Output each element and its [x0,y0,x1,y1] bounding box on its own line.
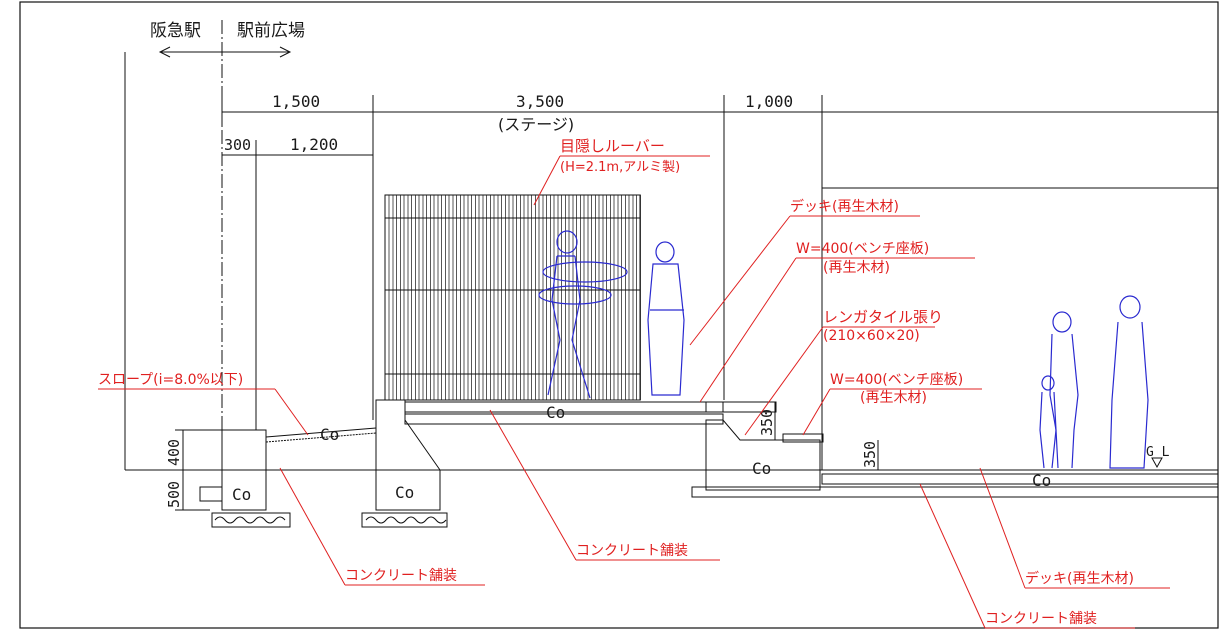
dim-3500: 3,500 [516,92,564,111]
gl-marker [1151,457,1163,469]
louver-slat [463,194,469,401]
louver-slat [486,194,491,401]
figure-mother-child [1039,311,1079,469]
louver-slat [478,194,484,401]
louver-slat [576,194,581,401]
dim-h400: 400 [165,439,183,466]
louver-slat [546,194,551,401]
louver-slat [441,194,446,401]
co-mark-stage: Co [546,403,565,422]
label-louver-spec: (H=2.1m,アルミ製) [560,160,680,175]
louver-slat [523,194,529,401]
louver-slat [426,194,431,401]
dimension-chain-second [222,140,373,430]
label-louver: 目隠しルーバー [560,137,665,155]
louver-slat [628,194,634,401]
label-brick-tile: レンガタイル張り [823,308,943,326]
dim-300: 300 [224,136,251,154]
direction-right-label: 駅前広場 [237,21,305,41]
label-bench2: W=400(ベンチ座板) [830,372,963,388]
dim-1200: 1,200 [290,135,338,154]
label-deck-bottom: デッキ(再生木材) [1025,570,1134,587]
dim-h350-bench: 350 [758,409,776,436]
label-bench1-material: (再生木材) [823,260,890,276]
louver-screen [384,194,641,401]
louver-slat [456,194,461,401]
step-bench-structure [691,401,1219,498]
louver-slat [403,194,409,401]
louver-slat [396,194,401,401]
louver-slat [538,194,544,401]
label-deck-top: デッキ(再生木材) [790,198,899,215]
louver-slat [613,194,619,401]
figure-man [1109,295,1149,469]
louver-slat [531,194,536,401]
louver-slat [411,194,416,401]
label-bench2-material: (再生木材) [860,390,927,406]
louver-slat [433,194,439,401]
louver-slat [568,194,574,401]
louver-slat [508,194,514,401]
louver-slat [516,194,521,401]
co-mark-plaza: Co [1032,471,1051,490]
louver-slat [583,194,589,401]
label-brick-size: (210×60×20) [823,328,920,344]
dim-stage-label: (ステージ) [498,115,574,134]
co-mark-slope: Co [320,425,339,444]
dim-h500: 500 [165,481,183,508]
figure-kimono [647,241,685,396]
label-concrete-right: コンクリート舗装 [985,611,1097,627]
label-slope: スロープ(i=8.0%以下) [98,372,243,388]
label-concrete-center: コンクリート舗装 [576,543,688,559]
louver-slat [388,194,394,401]
label-concrete-left: コンクリート舗装 [345,568,457,584]
co-mark-bench: Co [752,459,771,478]
louver-slat [493,194,499,401]
left-slope-structure [199,427,377,528]
louver-slat [448,194,454,401]
louver-slat [591,194,596,401]
dimension-chain-top [221,95,1218,470]
louver-slat [553,194,559,401]
stage-foundation [361,399,724,528]
co-mark-left-foundation: Co [232,485,251,504]
annotation-leaders [98,155,1170,629]
figure-hula-hoop [538,230,628,399]
louver-slat [636,194,641,401]
dim-1000: 1,000 [745,92,793,111]
vertical-dimensions [175,402,879,511]
drawing-border [19,1,1219,629]
label-bench1: W=400(ベンチ座板) [796,241,929,257]
louver-slat [471,194,476,401]
dim-1500: 1,500 [272,92,320,111]
gl-label: G L [1146,445,1170,460]
direction-left-label: 阪急駅 [150,21,201,41]
dim-h350-plaza: 350 [861,441,879,468]
louver-slat [418,194,424,401]
co-mark-stage-foundation: Co [395,483,414,502]
louver-slat [501,194,506,401]
louver-slat [598,194,604,401]
louver-slat [621,194,626,401]
louver-slat [561,194,566,401]
direction-arrow [158,20,292,470]
